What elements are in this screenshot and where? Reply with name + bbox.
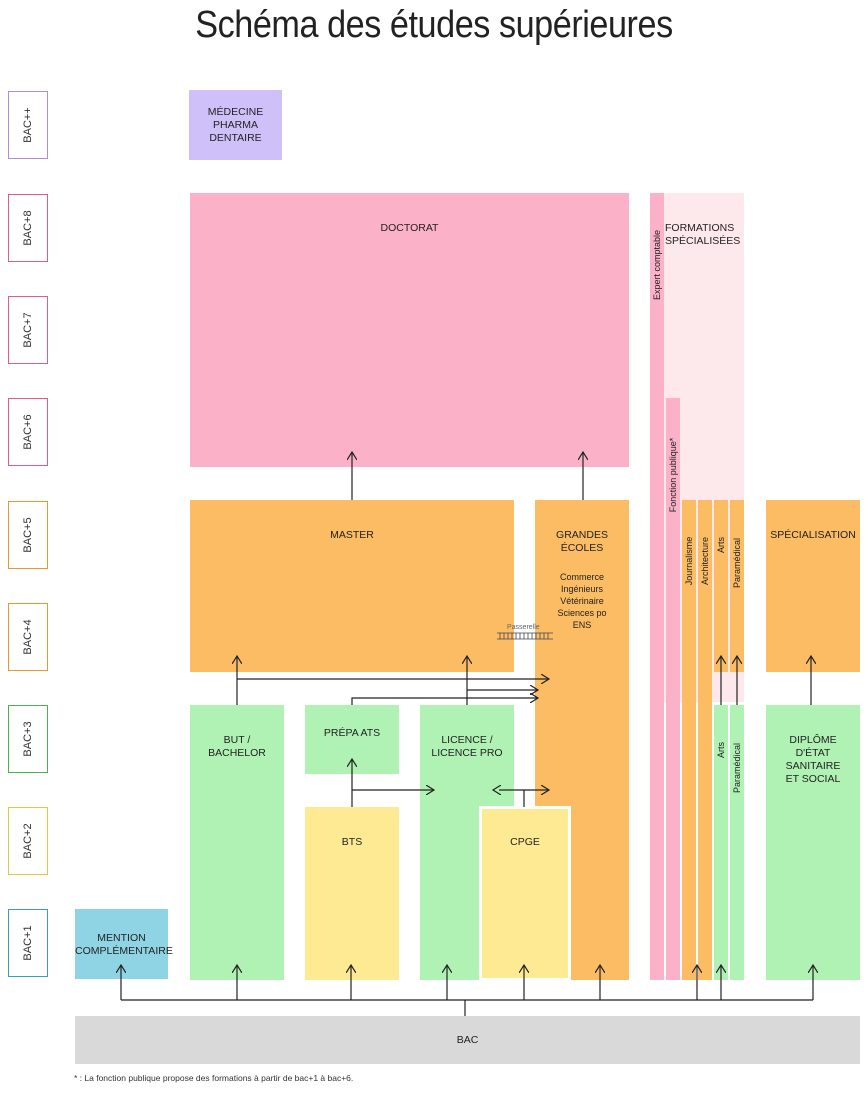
box-medecine (189, 90, 282, 160)
box-journalisme (682, 500, 696, 980)
level-bac7: BAC+7 (8, 296, 48, 364)
label-master: MASTER (330, 529, 374, 541)
box-cpge (479, 806, 571, 981)
label-bts: BTS (341, 836, 363, 848)
label-diplome-etat: DIPLÔME D'ÉTAT SANITAIRE ET SOCIAL (785, 734, 841, 785)
label-doctorat: DOCTORAT (380, 222, 439, 234)
box-diplome-etat (766, 705, 860, 980)
box-paramedical-bottom (730, 705, 744, 980)
level-bac1: BAC+1 (8, 909, 48, 977)
label-formations: FORMATIONS SPÉCIALISÉES (665, 222, 741, 247)
level-bac2: BAC+2 (8, 807, 48, 875)
label-mention-complementaire: MENTION COMPLÉMENTAIRE (75, 932, 173, 957)
box-formations-bg (650, 193, 744, 702)
label-passerelle: Passerelle (507, 624, 540, 631)
box-doctorat (190, 193, 629, 467)
label-prepa-ats: PRÉPA ATS (323, 727, 381, 739)
footnote: * : La fonction publique propose des for… (74, 1073, 354, 1083)
arrow-prepa-grandes (351, 698, 538, 705)
level-bac4: BAC+4 (8, 603, 48, 671)
box-fonction-publique (666, 398, 680, 980)
passerelle-ladder (497, 632, 553, 640)
box-master (190, 500, 514, 672)
box-specialisation (766, 500, 860, 672)
level-bac3: BAC+3 (8, 705, 48, 773)
box-arts-top (714, 500, 728, 672)
box-paramedical-top (730, 500, 744, 672)
page-title: Schéma des études supérieures (195, 4, 673, 46)
level-bac5: BAC+5 (8, 501, 48, 569)
level-bac8: BAC+8 (8, 194, 48, 262)
label-grandes-ecoles-list: Commerce Ingénieurs Vétérinaire Sciences… (557, 572, 607, 630)
label-bac: BAC (456, 1034, 479, 1046)
box-bts (305, 807, 399, 980)
level-bac-plus-plus: BAC++ (8, 91, 48, 159)
label-cpge: CPGE (510, 836, 540, 848)
label-licence: LICENCE / LICENCE PRO (431, 734, 503, 759)
label-grandes-ecoles: GRANDES ÉCOLES (556, 529, 608, 554)
box-bac (75, 1016, 860, 1064)
box-expert-comptable (650, 193, 664, 980)
label-medecine: MÉDECINE PHARMA DENTAIRE (207, 106, 264, 144)
label-but: BUT / BACHELOR (208, 734, 266, 759)
box-arts-bottom (714, 705, 728, 980)
box-architecture (698, 500, 712, 980)
label-specialisation: SPÉCIALISATION (770, 529, 856, 541)
box-but (190, 705, 284, 980)
level-bac6: BAC+6 (8, 398, 48, 466)
